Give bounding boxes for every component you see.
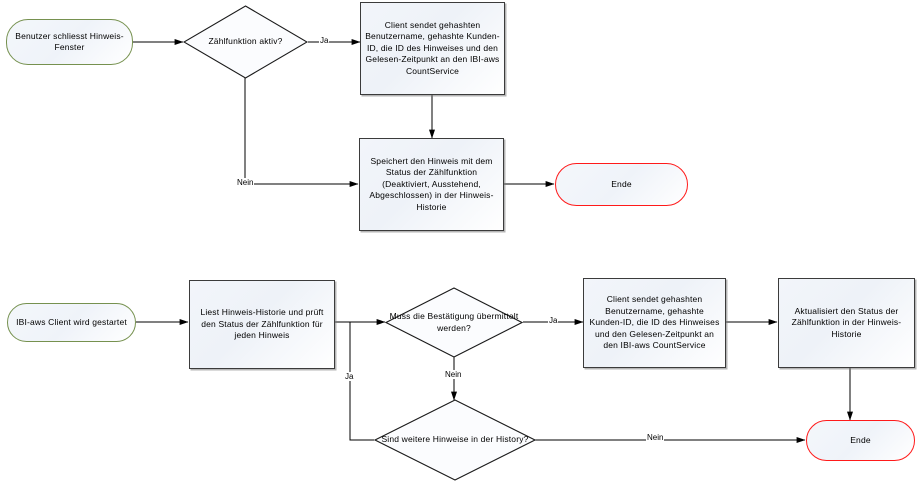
node-label: Muss die Bestätigung übermittelt werden?	[389, 311, 519, 333]
node-label: Sind weitere Hinweise in der History?	[381, 434, 529, 445]
node-label: Ende	[850, 434, 871, 445]
edge-label-bottom-ja-right: Ja	[548, 316, 559, 325]
node-process-liest-hinweis-historie[interactable]: Liest Hinweis-Historie und prüft den Sta…	[189, 280, 335, 369]
edge-label-top-nein: Nein	[236, 178, 255, 187]
node-start-ibi-aws-client-wird-gestartet[interactable]: IBI-aws Client wird gestartet	[7, 303, 136, 342]
node-decision-sind-weitere-hinweise-in-der-history[interactable]: Sind weitere Hinweise in der History?	[374, 399, 536, 481]
node-label: Speichert den Hinweis mit dem Status der…	[369, 155, 494, 212]
node-decision-zaehlfunktion-aktiv[interactable]: Zählfunktion aktiv?	[183, 5, 308, 79]
diamond-shape	[374, 399, 536, 481]
edge-label-bottom-ja-loop: Ja	[344, 372, 355, 381]
diamond-shape	[385, 287, 523, 358]
node-label: Ende	[611, 178, 632, 189]
node-process-aktualisiert-status-zaehlfunktion[interactable]: Aktualisiert den Status der Zählfunktion…	[778, 278, 915, 368]
diamond-shape	[183, 5, 308, 79]
node-label: Liest Hinweis-Historie und prüft den Sta…	[200, 307, 324, 341]
node-start-benutzer-schliesst-hinweis-fenster[interactable]: Benutzer schliesst Hinweis-Fenster	[6, 19, 133, 65]
node-label: IBI-aws Client wird gestartet	[16, 316, 127, 327]
node-label: Client sendet gehashten Benutzername, ge…	[365, 19, 500, 76]
node-label: Aktualisiert den Status der Zählfunktion…	[791, 305, 902, 339]
edge-label-bottom-nein-down: Nein	[444, 370, 463, 379]
node-end-ende-top[interactable]: Ende	[555, 163, 688, 206]
node-label: Client sendet gehashten Benutzername, ge…	[589, 294, 720, 351]
node-end-ende-bottom[interactable]: Ende	[806, 420, 915, 461]
node-process-speichert-hinweis-status[interactable]: Speichert den Hinweis mit dem Status der…	[359, 138, 504, 231]
node-process-client-sendet-countservice-top[interactable]: Client sendet gehashten Benutzername, ge…	[360, 2, 505, 95]
edge-dec1-proc2	[244, 75, 359, 187]
node-process-client-sendet-countservice-bottom[interactable]: Client sendet gehashten Benutzername, ge…	[583, 278, 726, 368]
edge-dec3-dec2-loop	[349, 322, 374, 441]
node-label: Zählfunktion aktiv?	[208, 36, 283, 47]
node-label: Benutzer schliesst Hinweis-Fenster	[15, 30, 124, 53]
edge-label-top-ja: Ja	[319, 36, 330, 45]
edge-label-bottom-nein-end: Nein	[646, 433, 665, 442]
node-decision-muss-bestaetigung-uebermittelt-werden[interactable]: Muss die Bestätigung übermittelt werden?	[385, 287, 523, 358]
